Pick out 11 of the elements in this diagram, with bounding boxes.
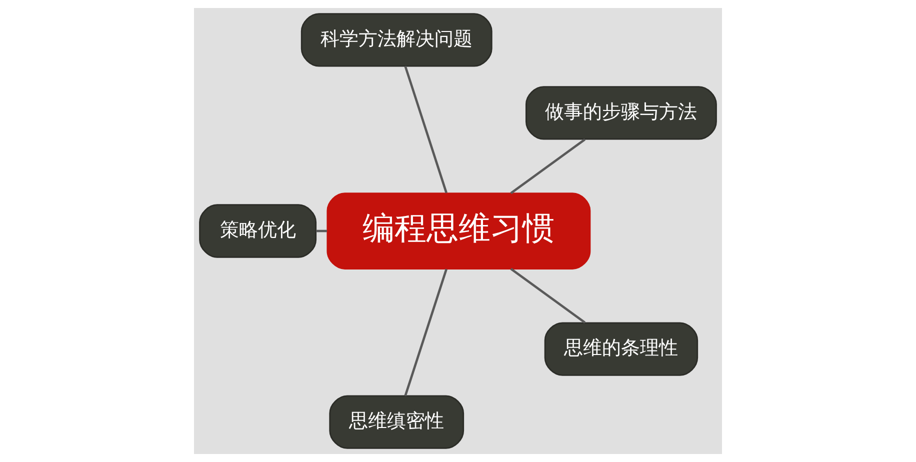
node-box: 思维缜密性: [329, 395, 464, 449]
connector: [316, 230, 327, 232]
connector: [510, 138, 586, 194]
connector: [510, 268, 586, 324]
node-box: 编程思维习惯: [326, 192, 591, 270]
node-box: 思维的条理性: [544, 322, 698, 376]
connector: [404, 66, 448, 194]
connector: [404, 268, 448, 396]
node-box: 策略优化: [199, 204, 317, 258]
node-box: 科学方法解决问题: [300, 13, 492, 67]
node-box: 做事的步骤与方法: [526, 86, 717, 140]
